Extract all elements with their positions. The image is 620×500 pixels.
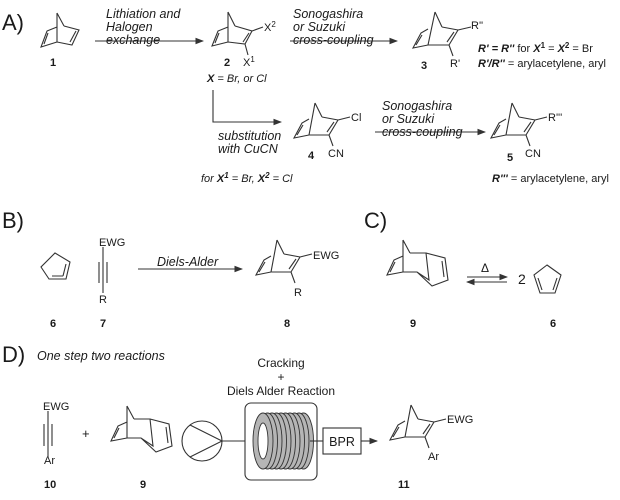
bpr-label: BPR [329,435,355,449]
compound-10-aryl-alkyne [43,411,53,457]
compound-label-8: 8 [284,318,290,330]
compound-3-disubstituted-norbornadiene [411,11,472,57]
compound-label-6-c: 6 [550,318,556,330]
pump-icon [181,420,224,462]
section-a-label: A) [2,10,24,35]
condition-lithiation-line3: exchange [106,33,160,47]
atom-X1: X1 [243,55,255,69]
condition-diels-alder: Diels-Alder [157,255,219,269]
compound-11-aryl-norbornadiene [388,404,447,449]
compound-label-5: 5 [507,152,513,164]
atom-R-7: R [99,294,107,306]
compound-6-cyclopentadiene-product [533,264,562,294]
cucn-condition-note: for X1 = Br, X2 = Cl [201,171,293,185]
reactor-title-line1: Cracking [257,356,304,370]
stoichiometric-coefficient: 2 [518,271,526,287]
section-d-subtitle: One step two reactions [37,349,165,363]
condition-coupling2-line1: Sonogashira [382,99,452,113]
condition-substitution-line1: substitution [218,129,281,143]
atom-X2: X2 [264,20,276,34]
atom-CN-5: CN [525,148,541,160]
condition-lithiation-line1: Lithiation and [106,7,181,21]
arrow-substitution [212,90,283,126]
compound-label-10: 10 [44,479,56,491]
atom-EWG-8: EWG [313,250,339,262]
atom-EWG-11: EWG [447,414,473,426]
condition-coupling1-line1: Sonogashira [293,7,363,21]
r-equality-note: R' = R'' for X1 = X2 = Br [478,41,593,55]
compound-label-6: 6 [50,318,56,330]
coil-reactor-icon [252,412,314,470]
atom-Ar-10: Ar [44,455,55,467]
compound-label-3: 3 [421,60,427,72]
compound-label-1: 1 [50,57,56,69]
compound-label-11: 11 [398,479,410,491]
atom-R-prime: R' [450,58,460,70]
condition-coupling1-line3: cross-coupling [293,33,374,47]
compound-9-dicyclopentadiene-reactant [110,405,173,453]
section-d-label: D) [2,342,25,367]
atom-CN-4: CN [328,148,344,160]
compound-6-cyclopentadiene [40,252,71,280]
coil-bore [257,422,269,460]
atom-Ar-11: Ar [428,451,439,463]
heat-symbol: Δ [481,261,489,275]
reactor-title-line3: Diels Alder Reaction [227,384,335,398]
compound-label-2: 2 [224,57,230,69]
section-c-label: C) [364,208,387,233]
compound-2-dihalonorbornadiene [211,11,264,56]
compound-label-7: 7 [100,318,106,330]
condition-coupling2-line3: cross-coupling [382,125,463,139]
compound-1-norbornadiene [40,12,80,48]
section-b-label: B) [2,208,24,233]
r-definition-note: R'/R'' = arylacetylene, aryl [478,58,606,70]
condition-coupling1-line2: or Suzuki [293,20,346,34]
atom-R-triple-prime: R''' [548,112,562,124]
plus-sign: + [82,426,90,441]
atom-R-double-prime: R'' [471,20,483,32]
atom-EWG-7: EWG [99,237,125,249]
compound-8-substituted-norbornadiene [254,239,313,284]
compound-5-cyano-norbornadiene [489,102,548,147]
compound-4-chloro-cyano-norbornadiene [292,102,351,147]
atom-R-8: R [294,287,302,299]
condition-lithiation-line2: Halogen [106,20,153,34]
back-pressure-regulator [322,427,362,455]
compound-7-alkyne [98,247,108,293]
condition-coupling2-line2: or Suzuki [382,112,435,126]
compound-9-dicyclopentadiene [386,239,449,287]
compound-label-9: 9 [410,318,416,330]
r-triple-prime-note: R''' = arylacetylene, aryl [492,173,609,185]
condition-substitution-line2: with CuCN [218,142,279,156]
compound-label-4: 4 [308,150,315,162]
reactor-title-line2: + [277,370,284,384]
atom-EWG-10: EWG [43,401,69,413]
x-definition-note: X = Br, or Cl [206,73,267,85]
atom-Cl: Cl [351,112,361,124]
compound-label-9-d: 9 [140,479,146,491]
